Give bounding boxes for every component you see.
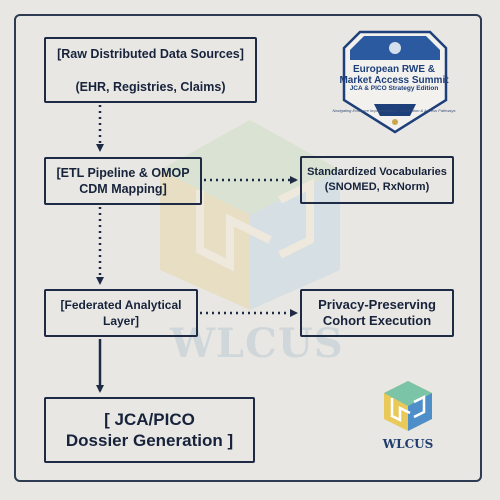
node-dossier-generation: [ JCA/PICO Dossier Generation ] [44,397,255,463]
logo-text: WLCUS [382,437,434,451]
node-privacy-preserving-cohort: Privacy-Preserving Cohort Execution [300,289,454,337]
node-label-line: CDM Mapping] [79,182,167,196]
node-federated-analytical-layer: [Federated Analytical Layer] [44,289,198,337]
node-label-line: Dossier Generation ] [65,431,234,450]
badge-title-line1: European RWE & [352,64,436,75]
node-label-line: Privacy-Preserving [318,297,436,312]
node-label-line: Layer] [102,314,140,328]
node-label-line: (EHR, Registries, Claims) [75,80,226,94]
watermark-text: WLCUS [170,320,344,367]
summit-badge-icon [342,30,448,134]
badge-tagline: Navigating Evidence Implementation, Gene… [332,108,456,113]
node-raw-data-sources: [Raw Distributed Data Sources] (EHR, Reg… [44,37,257,103]
node-etl-pipeline: [ETL Pipeline & OMOP CDM Mapping] [44,157,202,205]
wlcus-logo-icon [384,381,432,431]
badge-title: European RWE & Market Access Summit [328,64,460,86]
watermark-logo-icon [160,120,340,310]
node-label-line: (SNOMED, RxNorm) [324,181,430,193]
badge-subtitle: JCA & PICO Strategy Edition [349,85,439,92]
outer-frame [14,14,482,482]
node-label-line: Standardized Vocabularies [307,166,447,178]
node-label-line: [ETL Pipeline & OMOP [56,166,190,180]
node-label-line: [ JCA/PICO [104,410,195,429]
badge-title-line2: Market Access Summit [339,75,449,86]
node-label-line: [Raw Distributed Data Sources] [57,47,244,61]
node-standardized-vocabularies: Standardized Vocabularies (SNOMED, RxNor… [300,156,454,204]
node-label-line: [Federated Analytical [60,298,182,312]
node-label-line: Cohort Execution [322,313,432,328]
